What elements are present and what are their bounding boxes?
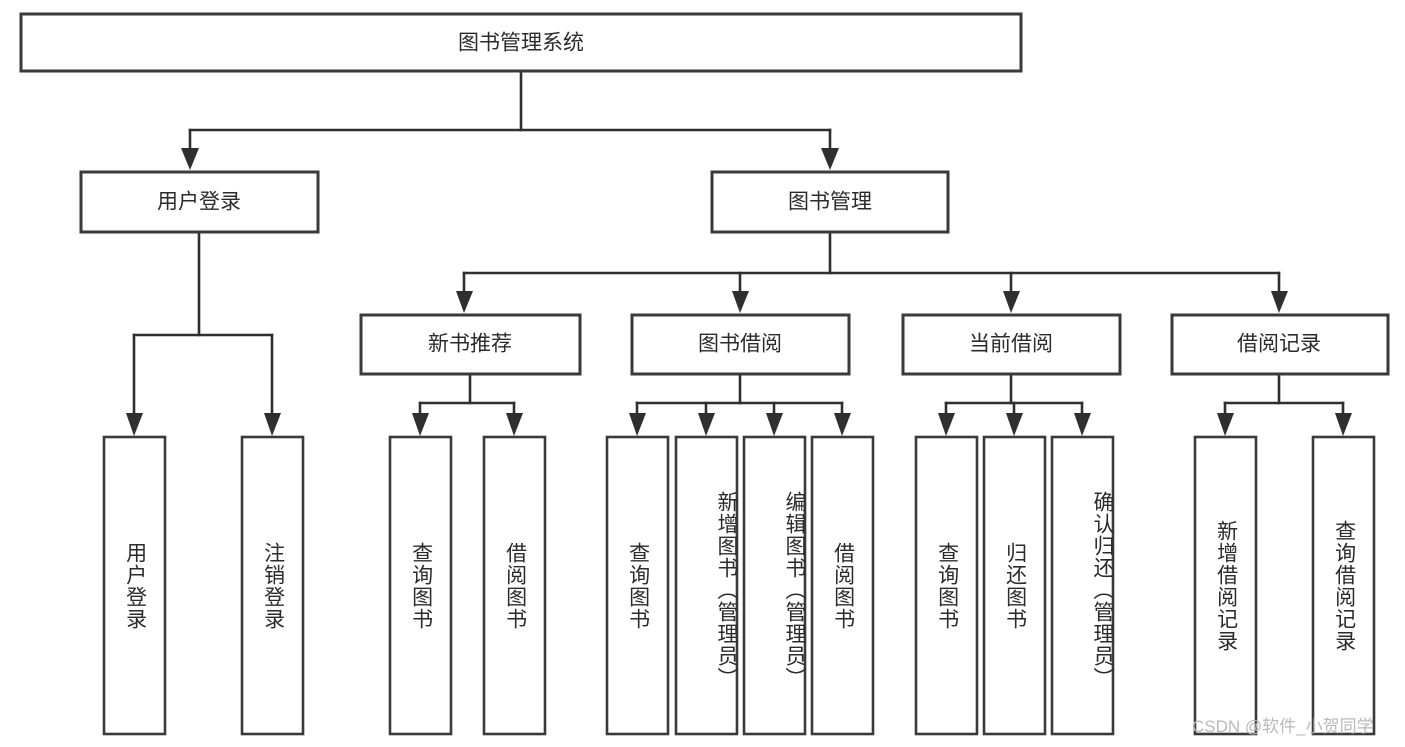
arrow-to-leaf-query-book-3 bbox=[938, 413, 955, 436]
node-new-book-recommend-label: 新书推荐 bbox=[428, 333, 512, 356]
arrow-to-leaf-borrow-book-1 bbox=[506, 413, 523, 436]
node-borrow-record[interactable]: 借阅记录 bbox=[1170, 313, 1390, 376]
leaf-box-user-login[interactable] bbox=[102, 435, 167, 736]
node-current-borrow[interactable]: 当前借阅 bbox=[901, 313, 1122, 376]
node-book-borrow-box[interactable] bbox=[630, 313, 851, 376]
node-root-label: 图书管理系统 bbox=[458, 32, 584, 55]
connector-group bbox=[126, 69, 1352, 436]
node-borrow-record-label: 借阅记录 bbox=[1237, 333, 1321, 356]
arrow-to-book-manage bbox=[821, 148, 839, 170]
arrow-to-leaf-query-book-1 bbox=[412, 413, 429, 436]
node-new-book-recommend[interactable]: 新书推荐 bbox=[359, 313, 582, 376]
node-user-login[interactable]: 用户登录 bbox=[79, 170, 320, 234]
arrow-to-leaf-borrow-book-2 bbox=[834, 413, 851, 436]
node-book-borrow-label: 图书借阅 bbox=[698, 333, 782, 356]
leaf-box-query-record[interactable] bbox=[1311, 435, 1376, 736]
arrow-to-leaf-query-record bbox=[1335, 413, 1352, 436]
leaf-box-edit-book[interactable] bbox=[742, 435, 807, 736]
leaf-box-return-book[interactable] bbox=[982, 435, 1047, 736]
arrow-to-leaf-confirm-return bbox=[1074, 413, 1091, 436]
arrow-to-new-book-recommend bbox=[456, 291, 473, 313]
arrow-to-leaf-logout-login bbox=[264, 413, 281, 436]
arrow-to-leaf-add-record bbox=[1217, 413, 1234, 436]
arrow-to-leaf-edit-book bbox=[766, 413, 783, 436]
leaf-box-add-record[interactable] bbox=[1193, 435, 1258, 736]
node-book-manage-label: 图书管理 bbox=[788, 191, 872, 214]
leaf-box-query-book-2[interactable] bbox=[605, 435, 670, 736]
leaf-box-borrow-book-1[interactable] bbox=[482, 435, 547, 736]
watermark-text: CSDN @软件_小贺同学 bbox=[1192, 717, 1374, 736]
arrow-to-leaf-add-book bbox=[698, 413, 715, 436]
node-current-borrow-label: 当前借阅 bbox=[969, 333, 1053, 356]
leaf-box-borrow-book-2[interactable] bbox=[810, 435, 875, 736]
arrow-to-user-login bbox=[181, 148, 199, 170]
arrow-to-leaf-query-book-2 bbox=[629, 413, 646, 436]
arrow-to-borrow-record bbox=[1271, 291, 1288, 313]
arrow-to-leaf-user-login bbox=[126, 413, 143, 436]
node-current-borrow-box[interactable] bbox=[901, 313, 1122, 376]
node-book-borrow[interactable]: 图书借阅 bbox=[630, 313, 851, 376]
node-root-box[interactable] bbox=[19, 12, 1023, 73]
leaf-box-group bbox=[102, 435, 1376, 736]
leaf-box-confirm-return[interactable] bbox=[1050, 435, 1115, 736]
leaf-box-logout-login[interactable] bbox=[240, 435, 305, 736]
arrow-to-book-borrow bbox=[732, 291, 749, 313]
leaf-box-query-book-1[interactable] bbox=[388, 435, 453, 736]
node-user-login-label: 用户登录 bbox=[157, 191, 241, 214]
leaf-box-query-book-3[interactable] bbox=[914, 435, 979, 736]
node-book-manage-box[interactable] bbox=[710, 170, 950, 234]
node-borrow-record-box[interactable] bbox=[1170, 313, 1390, 376]
arrow-to-current-borrow bbox=[1003, 291, 1020, 313]
arrow-to-leaf-return-book bbox=[1006, 413, 1023, 436]
node-root[interactable]: 图书管理系统 bbox=[19, 12, 1023, 73]
leaf-box-add-book[interactable] bbox=[674, 435, 739, 736]
node-new-book-recommend-box[interactable] bbox=[359, 313, 582, 376]
node-book-manage[interactable]: 图书管理 bbox=[710, 170, 950, 234]
node-user-login-box[interactable] bbox=[79, 170, 320, 234]
